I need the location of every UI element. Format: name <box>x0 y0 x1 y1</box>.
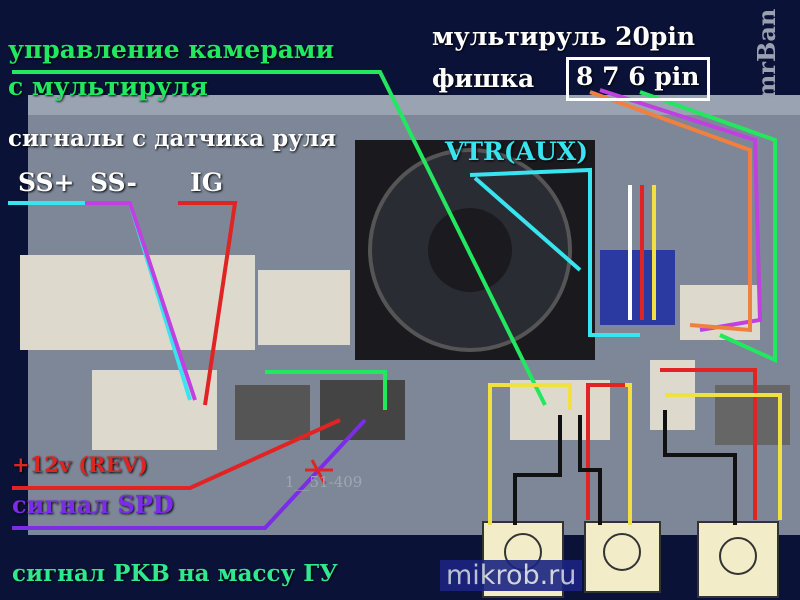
connector-label: фишка <box>432 64 535 93</box>
camera-control-label-2: с мультируля <box>8 72 208 101</box>
part-number: 1__51-409 <box>285 473 363 491</box>
ss-plus-label: SS+ <box>18 168 75 197</box>
ig-label: IG <box>190 168 224 197</box>
rev-label: +12v (REV) <box>12 452 148 477</box>
steering-sensor-label: сигналы с датчика руля <box>8 125 337 152</box>
pkb-label: сигнал PKB на массу ГУ <box>12 560 338 587</box>
pin-box <box>566 57 710 101</box>
pins-label: 8 7 6 pin <box>576 62 700 91</box>
multiwheel-label: мультируль 20pin <box>432 22 696 51</box>
site-watermark: mikrob.ru <box>440 560 583 591</box>
vtr-aux-label: VTR(AUX) <box>445 137 589 166</box>
author-watermark: mrBan <box>752 8 781 100</box>
spd-label: сигнал SPD <box>12 490 174 519</box>
speaker-icon <box>482 521 779 598</box>
ss-minus-label: SS- <box>90 168 137 197</box>
camera-control-label: управление камерами <box>8 35 335 64</box>
